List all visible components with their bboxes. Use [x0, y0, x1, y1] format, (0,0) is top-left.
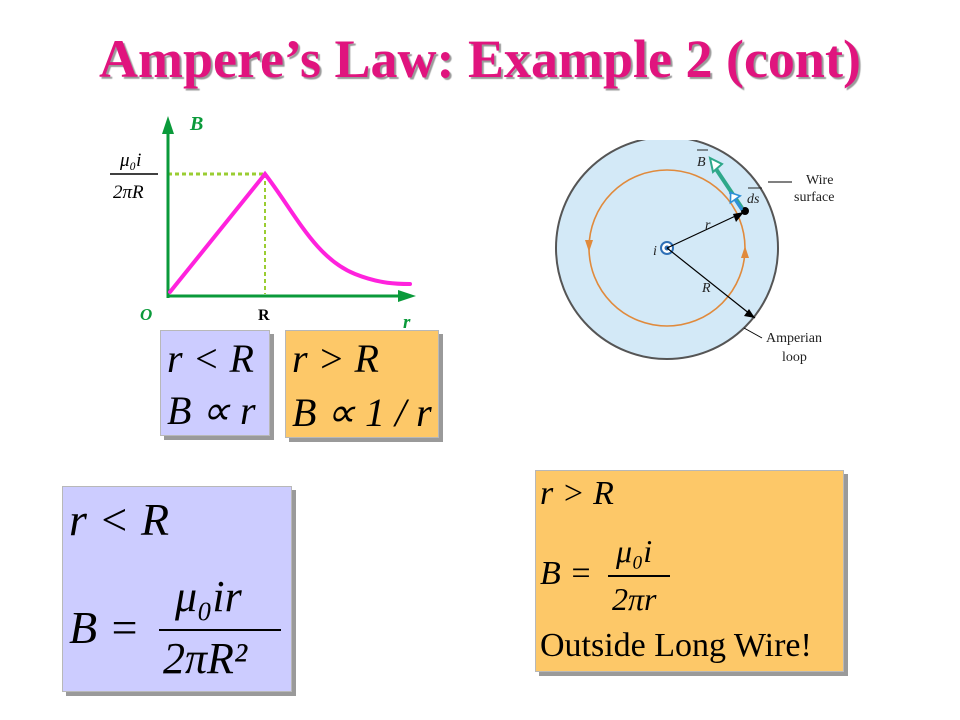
amperian-loop-leader [743, 327, 763, 339]
inside-formula-numerator: μ₀ir [175, 572, 242, 621]
inside-field-formula-box: r < R B = μ₀ir 2πR² [62, 486, 292, 692]
diagram-r-label: r [705, 218, 711, 233]
outside-field-formula-box: r > R B = μ₀i 2πr Outside Long Wire! [535, 470, 844, 672]
inside-formula-condition: r < R [69, 494, 170, 545]
inside-proportionality-box: r < R B ∝ r [160, 330, 270, 436]
inside-formula-lhs: B = [69, 602, 140, 653]
outside-formula-numerator: μ₀i [616, 533, 653, 569]
diagram-i-label: i [653, 244, 657, 259]
loop-arrowhead-left [585, 240, 593, 252]
outside-long-wire-note: Outside Long Wire! [540, 627, 812, 664]
field-curve [168, 170, 412, 294]
outside-proportionality: B ∝ 1 / r [292, 390, 432, 435]
x-axis-arrowhead [398, 290, 416, 302]
amperian-loop-label-2: loop [782, 350, 807, 365]
r-arrowhead [733, 212, 744, 222]
inside-formula-denominator: 2πR² [163, 634, 248, 683]
outside-condition: r > R [292, 336, 379, 381]
loop-arrowhead-right [741, 246, 749, 258]
y-axis-label: B [189, 113, 203, 135]
outside-formula-lhs: B = [540, 555, 593, 592]
outside-proportionality-box: r > R B ∝ 1 / r [285, 330, 439, 438]
outside-formula-denominator: 2πr [612, 581, 657, 617]
origin-label: O [140, 305, 152, 324]
x-axis-label: r [403, 312, 411, 330]
wire-surface-label-2: surface [794, 190, 834, 205]
big-r-radius-line [666, 247, 756, 319]
wire-surface-label-1: Wire [806, 173, 833, 188]
big-r-arrowhead [744, 309, 755, 318]
y-axis-arrowhead [162, 116, 174, 134]
ds-arrowhead [729, 191, 742, 205]
slide-title: Ampere’s Law: Example 2 (cont) [99, 29, 861, 89]
inside-proportionality: B ∝ r [167, 388, 256, 433]
peak-denominator: 2πR [113, 182, 144, 203]
b-field-arrowhead [708, 156, 724, 174]
inside-condition: r < R [167, 336, 254, 381]
diagram-b-label: B [697, 155, 706, 170]
inside-formula-fraction-bar [159, 629, 281, 631]
diagram-ds-label: ds [747, 192, 760, 207]
outside-formula-condition: r > R [540, 475, 614, 512]
peak-numerator: μ₀i [119, 150, 141, 171]
outside-formula-fraction-bar [608, 575, 670, 577]
r-tick-label: R [258, 307, 270, 324]
b-vs-r-graph: B O R r μ₀i 2πR [110, 113, 416, 330]
diagram-big-r-label: R [701, 281, 711, 296]
wire-cross-section-diagram: B ds r i R Wire surface Amperian loop [555, 140, 834, 365]
amperian-loop-label-1: Amperian [766, 331, 822, 346]
r-radius-line [666, 211, 745, 249]
